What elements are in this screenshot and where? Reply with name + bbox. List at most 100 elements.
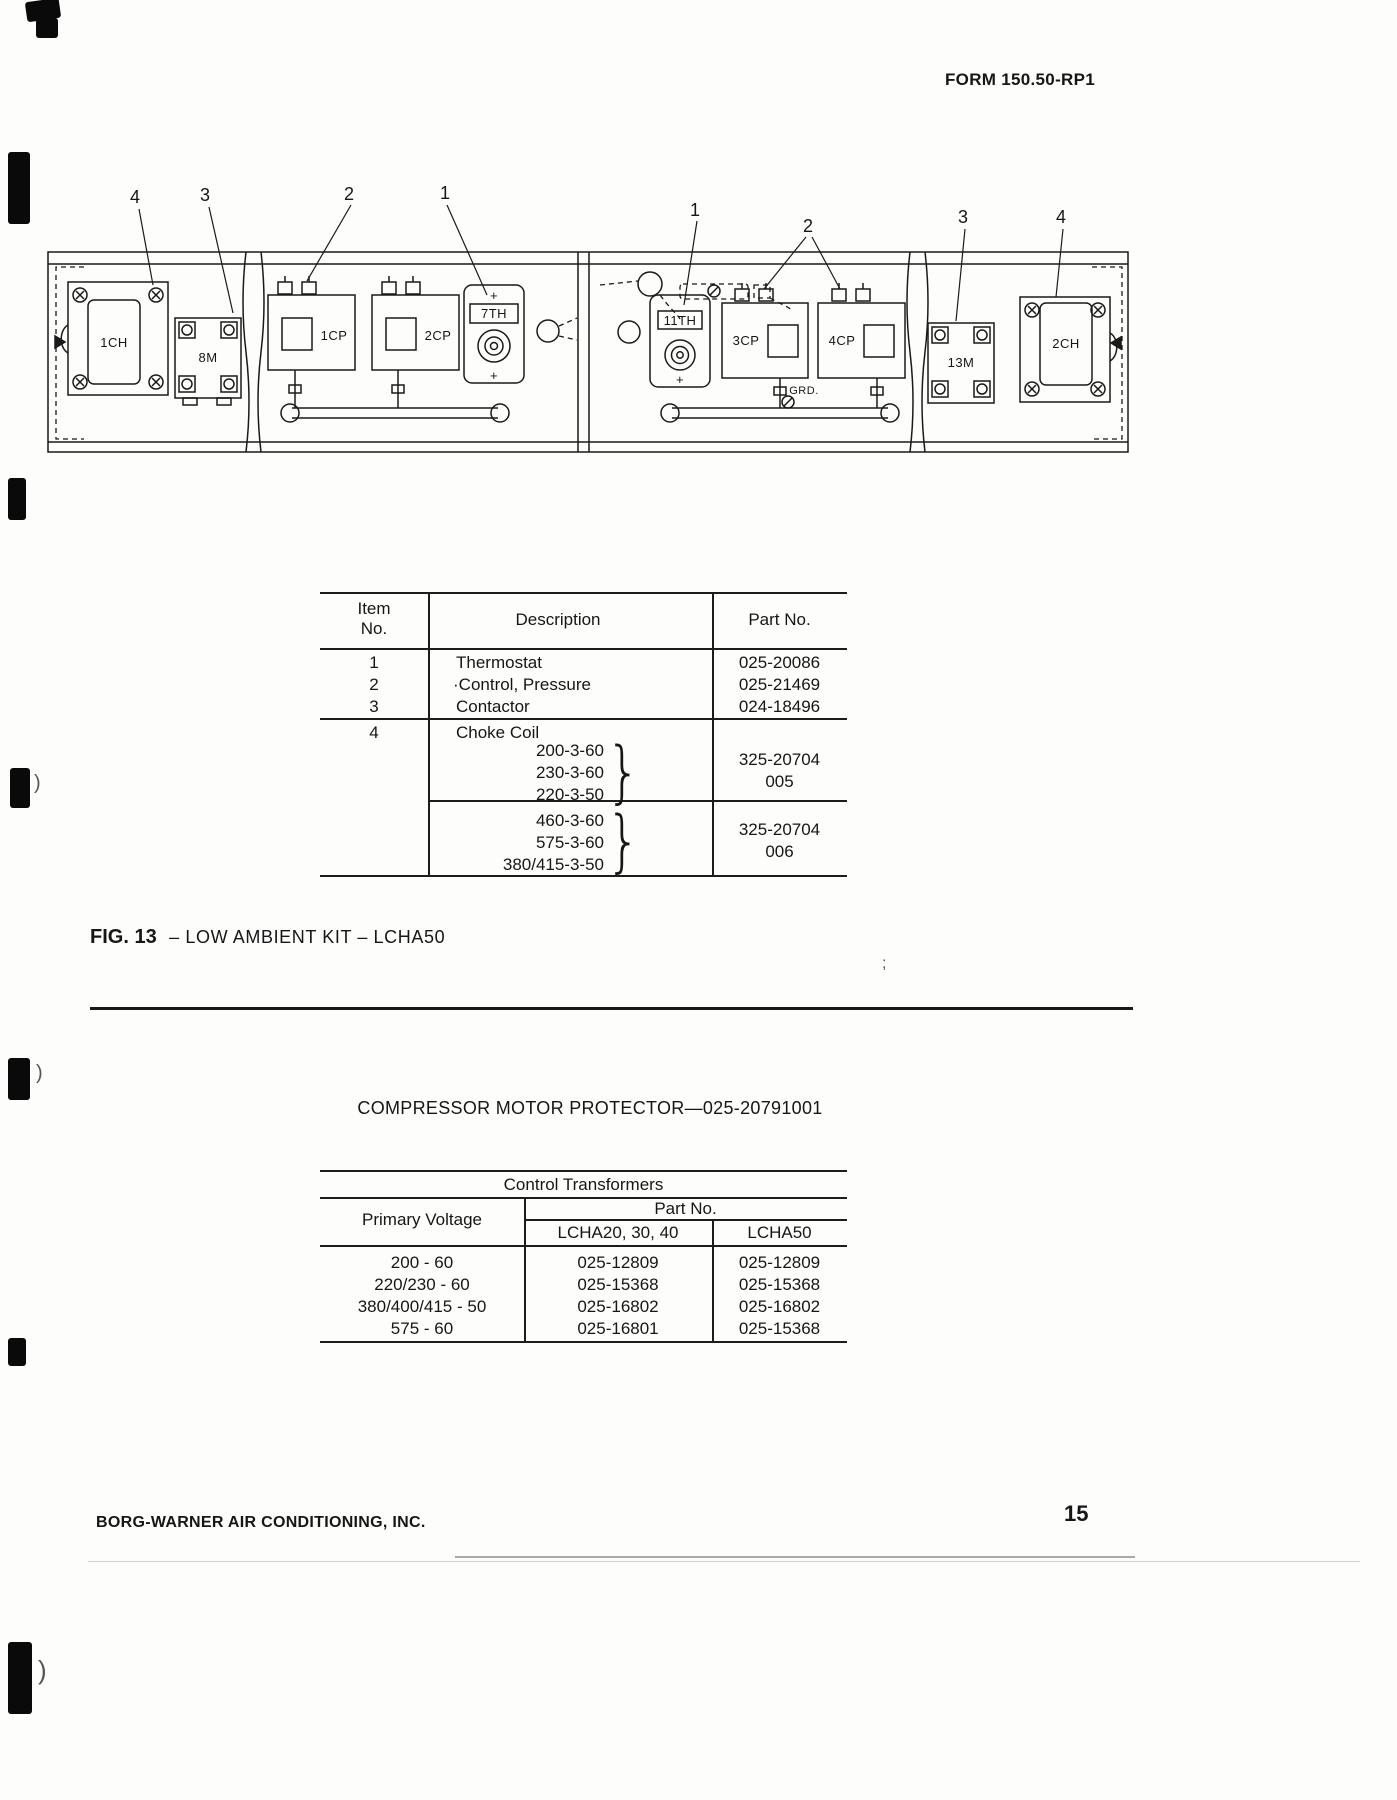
label-plus-bottom-11th: + (676, 372, 684, 387)
transformer-table-line (320, 1197, 847, 1199)
figure-number: FIG. 13 (90, 926, 157, 948)
pressure-control-2cp (371, 276, 460, 408)
parts-row-part: 025-20086 (738, 653, 821, 672)
voltage-line: 575-3-60 (535, 833, 604, 852)
choke-coil-1ch (54, 281, 169, 396)
pressure-control-1cp (267, 276, 356, 408)
transformer-row-part: 025-16802 (577, 1297, 659, 1316)
label-7th: 7TH (481, 306, 507, 321)
right-tube (660, 403, 900, 423)
parts-row-item: 1 (369, 653, 379, 672)
transformer-table-line (524, 1197, 526, 1341)
scan-artifact (8, 1058, 30, 1100)
figure-title: – LOW AMBIENT KIT – LCHA50 (169, 927, 446, 947)
label-2cp: 2CP (425, 328, 452, 343)
col-header-lcha20-30-40: LCHA20, 30, 40 (557, 1223, 679, 1242)
scan-paren: ) (38, 1655, 47, 1685)
transformer-row-part: 025-16801 (577, 1319, 659, 1338)
label-grd: GRD. (789, 385, 819, 397)
col-header-part-no: Part No. (748, 610, 811, 629)
transformer-table-line (320, 1341, 847, 1343)
parts-table-line (428, 592, 430, 877)
scan-artifact (8, 478, 26, 520)
parts-row-part: 025-21469 (738, 675, 821, 694)
transformer-table-title: Control Transformers (503, 1175, 664, 1194)
col-header-part-no: Part No. (654, 1199, 717, 1218)
choke-item-no: 4 (369, 723, 379, 742)
callout-4-left: 4 (130, 187, 140, 207)
voltage-line: 230-3-60 (535, 763, 604, 782)
left-bracket (55, 266, 84, 440)
choke-voltages-group-2: 460-3-60 575-3-60 380/415-3-50 (428, 810, 604, 876)
scan-line (88, 1561, 1360, 1562)
contactor-13m (927, 322, 995, 404)
voltage-line: 220-3-50 (535, 785, 604, 804)
transformer-table-line (320, 1245, 847, 1247)
parts-row-item: 2 (369, 675, 379, 694)
label-2ch: 2CH (1052, 336, 1080, 351)
label-1ch: 1CH (100, 335, 128, 350)
label-11th: 11TH (664, 313, 697, 328)
parts-row-description: Contactor (456, 697, 530, 716)
transformer-row-part: 025-16802 (738, 1297, 821, 1316)
parts-row-item: 3 (369, 697, 379, 716)
voltage-line: 460-3-60 (535, 811, 604, 830)
callout-1-right: 1 (690, 200, 700, 220)
choke-voltages-group-1: 200-3-60 230-3-60 220-3-50 (428, 740, 604, 806)
callout-2-left: 2 (344, 185, 354, 204)
choke-part-group-1: 325-20704 005 (712, 749, 847, 793)
label-4cp: 4CP (829, 333, 856, 348)
transformer-row-part: 025-12809 (577, 1253, 659, 1272)
label-1cp: 1CP (321, 328, 348, 343)
col-header-description: Description (515, 610, 601, 629)
scan-artifact (8, 1642, 32, 1714)
callout-2-right: 2 (803, 216, 813, 236)
section-heading: COMPRESSOR MOTOR PROTECTOR—025-20791001 (357, 1098, 823, 1118)
transformer-row-part: 025-15368 (738, 1275, 821, 1294)
parts-table-line (712, 592, 714, 877)
transformer-row-part: 025-15368 (577, 1275, 659, 1294)
parts-table-line (320, 718, 847, 720)
parts-table-line (320, 875, 847, 877)
section-divider (90, 1007, 1133, 1010)
right-bracket (1092, 266, 1123, 440)
part-suffix: 006 (765, 842, 794, 861)
label-plus-top-7th: + (490, 288, 498, 303)
choke-coil-2ch (1019, 296, 1122, 403)
callout-3-left: 3 (200, 185, 210, 205)
scan-artifact (8, 152, 30, 224)
scan-artifact (8, 1338, 26, 1366)
panel-outline (47, 251, 1129, 453)
brace-group-2: } (606, 802, 641, 881)
parts-row-description: ·Control, Pressure (453, 675, 591, 694)
wiring-cluster (599, 271, 793, 344)
low-ambient-kit-diagram: 4 3 2 1 1 2 3 4 1CH 8M 1CP 2CP + 7TH + 1… (47, 185, 1129, 453)
part-suffix: 005 (765, 772, 794, 791)
voltage-line: 200-3-60 (535, 741, 604, 760)
parts-row-description: Thermostat (456, 653, 542, 672)
transformer-table: Control Transformers Primary Voltage Par… (320, 1170, 847, 1343)
pressure-control-4cp (817, 283, 906, 408)
footer-company: BORG-WARNER AIR CONDITIONING, INC. (96, 1514, 426, 1531)
pressure-control-3cp (721, 283, 809, 408)
transformer-row-part: 025-15368 (738, 1319, 821, 1338)
scan-artifact (36, 18, 58, 38)
thermostat-11th (649, 294, 711, 388)
transformer-row-voltage: 575 - 60 (390, 1319, 454, 1338)
form-number: FORM 150.50-RP1 (945, 70, 1095, 89)
contactor-8m (174, 317, 242, 406)
parts-table: Item No. Description Part No. 1 Thermost… (320, 592, 847, 878)
parts-table-line (320, 592, 847, 594)
col-header-lcha50: LCHA50 (747, 1223, 812, 1242)
ground-symbol (781, 395, 795, 409)
diagram-linework (47, 204, 1129, 453)
transformer-row-voltage: 200 - 60 (390, 1253, 454, 1272)
left-tube (280, 403, 510, 423)
parts-row-part: 024-18496 (738, 697, 821, 716)
label-13m: 13M (948, 355, 975, 370)
col-header-item-no: Item No. (357, 599, 391, 638)
parts-table-line (320, 648, 847, 650)
thermostat-7th (463, 284, 525, 384)
callout-1-left: 1 (440, 185, 450, 203)
